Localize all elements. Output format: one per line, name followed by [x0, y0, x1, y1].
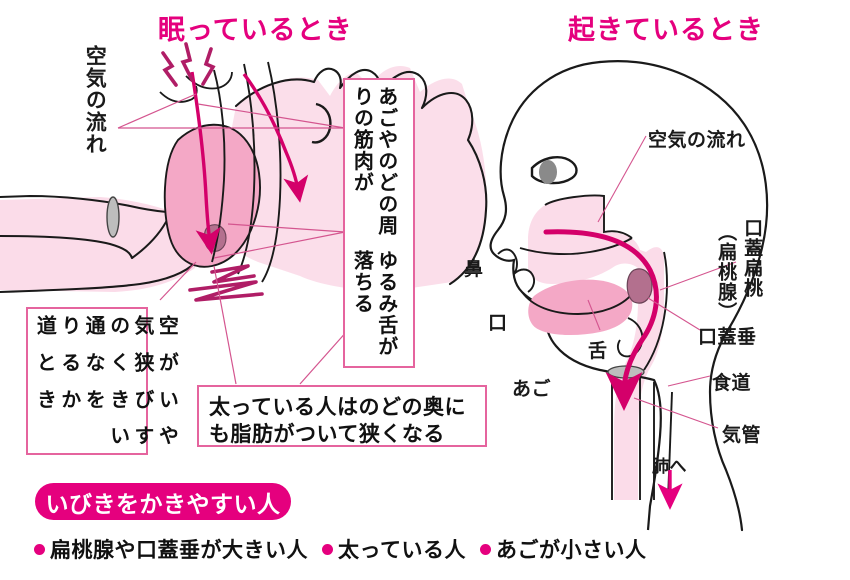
label-trachea: 気管 [722, 424, 762, 446]
label-to-lungs: 肺へ [652, 457, 687, 477]
sleeping-head-outline [234, 67, 488, 286]
sleeping-airflow-arrow-nose [190, 71, 221, 255]
bullet-dot-icon [34, 543, 45, 555]
awake-tongue [528, 279, 633, 336]
callout-muscle-relax: あごやのどの周りの筋肉が ゆるみ舌が落ちる [343, 78, 415, 368]
label-airflow-sleeping: 空気の流れ [83, 45, 108, 155]
snore-wave-icon [188, 264, 264, 302]
awake-head-outline [598, 60, 769, 532]
list-item: 太っている人 [322, 534, 466, 564]
footer-banner: いびきをかきやすい人 [35, 483, 291, 520]
awake-tongue-outline [521, 291, 633, 315]
awake-lips-outline [497, 248, 536, 293]
awake-face-outline [489, 60, 656, 382]
awake-leader-lines [587, 135, 737, 429]
sleeping-neck-lower-outline [0, 234, 134, 260]
awake-airway-fill [528, 195, 664, 500]
callout-muscle-line2: ゆるみ舌が落ちる [350, 250, 399, 358]
callout-muscle-text: あごやのどの周りの筋肉が ゆるみ舌が落ちる [345, 80, 404, 366]
awake-pharynx-outline [643, 251, 668, 371]
callout-narrow-airway: 空気の通り道 が狭くなると いびきをかき やすい [26, 307, 179, 455]
label-uvula: 口蓋垂 [698, 326, 757, 348]
snore-burst-icon [161, 42, 216, 87]
risk-factor-3: あごが小さい人 [495, 538, 647, 562]
awake-neck-back-outline [646, 379, 662, 531]
callout-muscle-line1: あごやのどの周りの筋肉が [350, 86, 399, 237]
bullet-dot-icon [479, 543, 491, 555]
sleeping-airway-wall-back [237, 63, 256, 275]
label-tonsil: 口蓋扁桃 [741, 218, 764, 298]
callout-narrow-line1: 空気の通り道 [33, 315, 180, 337]
footer-banner-label: いびきをかきやすい人 [45, 491, 281, 518]
callout-narrow-line4: やすい [106, 425, 180, 447]
label-tonsil-paren: （扁桃腺） [715, 222, 738, 322]
callout-narrow-line2: が狭くなると [33, 351, 180, 374]
label-esophagus: 食道 [712, 372, 752, 394]
sleeping-airflow-arrow-mouth [242, 72, 309, 203]
callout-narrow-line3: いびきをかき [33, 388, 180, 411]
callout-obesity: 太っている人はのどの奥にも脂肪がついて狭くなる [197, 385, 487, 447]
label-chin: あご [512, 378, 552, 400]
panel-title-sleeping: 眠っているとき [158, 15, 353, 46]
sleeping-airway-wall-outer [261, 61, 282, 283]
list-item: あごが小さい人 [479, 534, 647, 564]
label-mouth: 口 [488, 312, 508, 334]
label-airflow-awake: 空気の流れ [648, 129, 746, 151]
sleeping-nasal-outline [159, 85, 198, 103]
sleeping-tongue [163, 123, 261, 268]
callout-obesity-text: 太っている人はのどの奥にも脂肪がついて狭くなる [209, 395, 466, 447]
callout-narrow-text: 空気の通り道 が狭くなると いびきをかき やすい [28, 309, 184, 453]
sleeping-chest-outline [0, 260, 198, 294]
risk-factor-1: 扁桃腺や口蓋垂が大きい人 [50, 538, 308, 562]
bullet-dot-icon [322, 543, 333, 555]
label-tongue: 舌 [588, 340, 608, 362]
sleeping-neck-fill [0, 197, 198, 292]
risk-factor-2: 太っている人 [338, 538, 466, 562]
sleeping-trachea-opening [106, 196, 120, 238]
panel-title-awake: 起きているとき [568, 15, 764, 46]
awake-figure [489, 60, 769, 532]
awake-uvula [626, 268, 653, 304]
awake-airflow-arrow [543, 229, 659, 411]
sleeping-leader-lines [117, 93, 349, 385]
risk-factor-list: 扁桃腺や口蓋垂が大きい人 太っている人 あごが小さい人 [34, 534, 646, 564]
awake-nasal-cavity-outline [544, 194, 633, 239]
label-nose: 鼻 [464, 258, 484, 280]
list-item: 扁桃腺や口蓋垂が大きい人 [34, 534, 308, 564]
awake-eye [530, 156, 578, 185]
